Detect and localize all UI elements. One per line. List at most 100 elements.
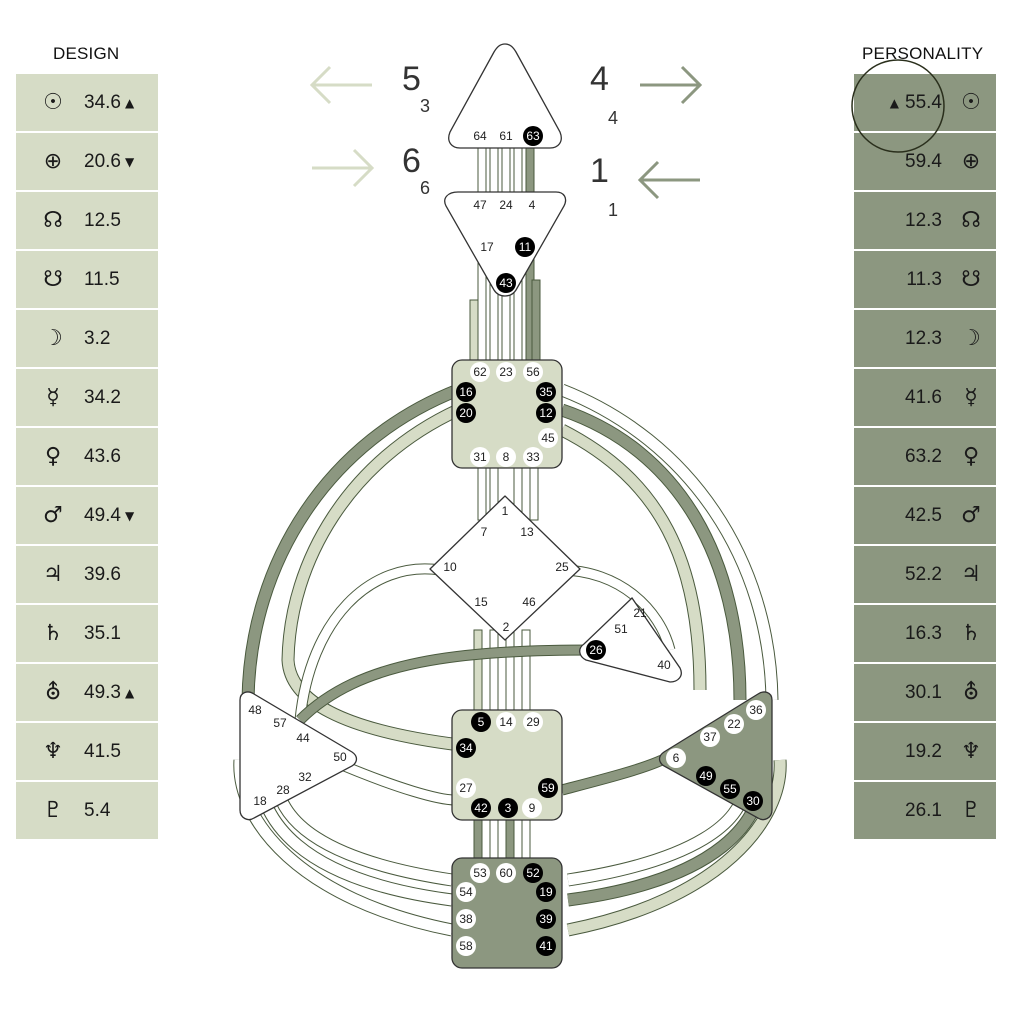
gate-50[interactable]: 50 <box>333 750 347 764</box>
gate-1[interactable]: 1 <box>502 504 509 518</box>
gate-15[interactable]: 15 <box>474 595 488 609</box>
gate-16[interactable]: 16 <box>456 382 476 402</box>
design-row-saturn[interactable]: ♄35.1 <box>16 605 158 662</box>
arrow-right-top <box>640 65 703 105</box>
gate-17[interactable]: 17 <box>480 240 494 254</box>
gate-52[interactable]: 52 <box>523 863 543 883</box>
gate-31[interactable]: 31 <box>470 447 490 467</box>
personality-row-mercury[interactable]: 41.6☿ <box>854 369 996 426</box>
personality-row-north-node[interactable]: 12.3☊ <box>854 192 996 249</box>
gate-45[interactable]: 45 <box>538 428 558 448</box>
gate-44[interactable]: 44 <box>296 731 310 745</box>
design-row-north-node[interactable]: ☊12.5 <box>16 192 158 249</box>
gate-36[interactable]: 36 <box>746 700 766 720</box>
gate-12[interactable]: 12 <box>536 403 556 423</box>
gate-37[interactable]: 37 <box>700 727 720 747</box>
personality-row-south-node[interactable]: 11.3☋ <box>854 251 996 308</box>
gate-51[interactable]: 51 <box>614 622 628 636</box>
design-row-south-node[interactable]: ☋11.5 <box>16 251 158 308</box>
gate-23[interactable]: 23 <box>496 362 516 382</box>
personality-row-pluto[interactable]: 26.1♇ <box>854 782 996 839</box>
design-row-sun[interactable]: ☉34.6▲ <box>16 74 158 131</box>
design-value: 5.4 <box>84 799 111 821</box>
gate-53[interactable]: 53 <box>470 863 490 883</box>
design-row-mars[interactable]: ♂49.4▼ <box>16 487 158 544</box>
gate-number: 1 <box>502 504 509 518</box>
gate-33[interactable]: 33 <box>523 447 543 467</box>
gate-60[interactable]: 60 <box>496 863 516 883</box>
gate-marker <box>746 700 766 720</box>
gate-22[interactable]: 22 <box>724 714 744 734</box>
gate-42[interactable]: 42 <box>471 798 491 818</box>
design-row-jupiter[interactable]: ♃39.6 <box>16 546 158 603</box>
gate-2[interactable]: 2 <box>503 620 510 634</box>
gate-number: 2 <box>503 620 510 634</box>
gate-9[interactable]: 9 <box>522 798 542 818</box>
design-row-mercury[interactable]: ☿34.2 <box>16 369 158 426</box>
personality-row-neptune[interactable]: 19.2♆ <box>854 723 996 780</box>
personality-value: 59.4 <box>905 150 942 172</box>
gate-marker <box>456 738 476 758</box>
gate-number: 15 <box>474 595 488 609</box>
gate-64[interactable]: 64 <box>473 129 487 143</box>
gate-27[interactable]: 27 <box>456 778 476 798</box>
gate-13[interactable]: 13 <box>520 525 534 539</box>
personality-row-sun[interactable]: ▲55.4☉ <box>854 74 996 131</box>
gate-7[interactable]: 7 <box>481 525 488 539</box>
gate-8[interactable]: 8 <box>496 447 516 467</box>
sun-highlight-ring[interactable] <box>851 59 945 153</box>
design-row-uranus[interactable]: ⛢49.3▲ <box>16 664 158 721</box>
gate-26[interactable]: 26 <box>586 640 606 660</box>
personality-row-venus[interactable]: 63.2♀ <box>854 428 996 485</box>
gate-61[interactable]: 61 <box>499 129 513 143</box>
design-value: 35.1 <box>84 622 121 644</box>
gate-19[interactable]: 19 <box>536 882 556 902</box>
gate-18[interactable]: 18 <box>253 794 267 808</box>
gate-54[interactable]: 54 <box>456 882 476 902</box>
gate-46[interactable]: 46 <box>522 595 536 609</box>
gate-57[interactable]: 57 <box>273 716 287 730</box>
gate-29[interactable]: 29 <box>523 712 543 732</box>
gate-47[interactable]: 47 <box>473 198 487 212</box>
gate-39[interactable]: 39 <box>536 909 556 929</box>
gate-40[interactable]: 40 <box>657 658 671 672</box>
gate-6[interactable]: 6 <box>666 748 686 768</box>
mars-icon: ♂ <box>43 503 63 528</box>
gate-24[interactable]: 24 <box>499 198 513 212</box>
gate-55[interactable]: 55 <box>720 779 740 799</box>
gate-62[interactable]: 62 <box>470 362 490 382</box>
gate-20[interactable]: 20 <box>456 403 476 423</box>
design-row-earth[interactable]: ⊕20.6▼ <box>16 133 158 190</box>
gate-3[interactable]: 3 <box>498 798 518 818</box>
design-row-pluto[interactable]: ♇5.4 <box>16 782 158 839</box>
gate-28[interactable]: 28 <box>276 783 290 797</box>
gate-5[interactable]: 5 <box>471 712 491 732</box>
gate-32[interactable]: 32 <box>298 770 312 784</box>
design-row-neptune[interactable]: ♆41.5 <box>16 723 158 780</box>
gate-59[interactable]: 59 <box>538 778 558 798</box>
gate-49[interactable]: 49 <box>696 766 716 786</box>
design-row-moon[interactable]: ☽3.2 <box>16 310 158 367</box>
gate-38[interactable]: 38 <box>456 909 476 929</box>
personality-row-moon[interactable]: 12.3☽ <box>854 310 996 367</box>
gate-21[interactable]: 21 <box>633 606 647 620</box>
gate-63[interactable]: 63 <box>523 126 543 146</box>
design-row-venus[interactable]: ♀43.6 <box>16 428 158 485</box>
gate-58[interactable]: 58 <box>456 936 476 956</box>
personality-row-uranus[interactable]: 30.1⛢ <box>854 664 996 721</box>
gate-56[interactable]: 56 <box>523 362 543 382</box>
gate-35[interactable]: 35 <box>536 382 556 402</box>
personality-row-saturn[interactable]: 16.3♄ <box>854 605 996 662</box>
gate-11[interactable]: 11 <box>515 237 535 257</box>
gate-4[interactable]: 4 <box>529 198 536 212</box>
gate-43[interactable]: 43 <box>496 273 516 293</box>
gate-48[interactable]: 48 <box>248 703 262 717</box>
gate-25[interactable]: 25 <box>555 560 569 574</box>
gate-41[interactable]: 41 <box>536 936 556 956</box>
gate-30[interactable]: 30 <box>743 791 763 811</box>
gate-34[interactable]: 34 <box>456 738 476 758</box>
gate-14[interactable]: 14 <box>496 712 516 732</box>
personality-row-jupiter[interactable]: 52.2♃ <box>854 546 996 603</box>
personality-row-mars[interactable]: 42.5♂ <box>854 487 996 544</box>
gate-10[interactable]: 10 <box>443 560 457 574</box>
